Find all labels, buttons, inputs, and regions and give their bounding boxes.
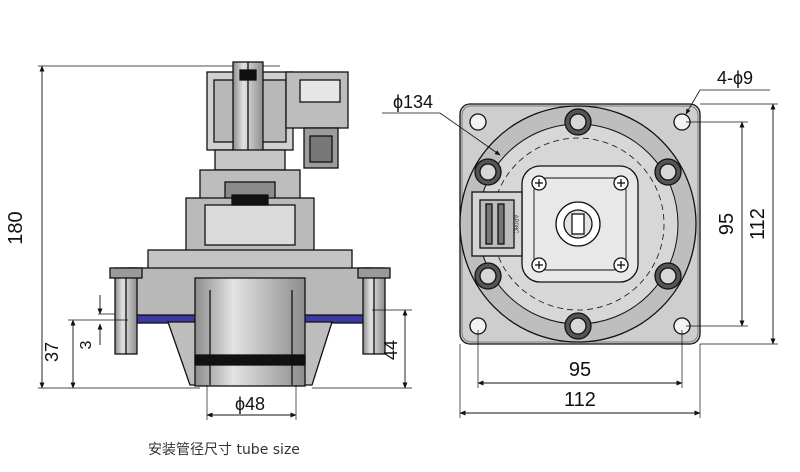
front-view: 180 37 3 44 ϕ48 <box>5 61 412 420</box>
valve-body-upper <box>185 194 315 257</box>
dimension-holes <box>685 89 770 115</box>
pilot-stem <box>199 149 301 201</box>
dim-width-95-label: 95 <box>569 359 591 381</box>
dim-height-95-label: 95 <box>716 213 738 235</box>
bolt-ring <box>474 108 682 340</box>
corner-hole-icon <box>469 113 487 131</box>
right-clamp-bolt <box>357 267 391 355</box>
dim-width-112-label: 112 <box>564 389 596 411</box>
dim-3-label: 3 <box>78 340 95 349</box>
outlet-tube <box>167 277 333 387</box>
dim-dia-48-label: ϕ48 <box>235 394 265 414</box>
left-clamp-bolt <box>109 267 143 355</box>
dimension-44 <box>312 309 412 389</box>
dim-180-label: 180 <box>5 211 27 244</box>
top-view: AP08C ϕ134 4-ϕ9 95 112 <box>382 68 778 418</box>
dimension-height <box>686 103 778 345</box>
dimension-37 <box>68 319 128 389</box>
dim-44-label: 44 <box>381 340 401 360</box>
coil-screws <box>531 175 629 273</box>
connector-label: AP08C <box>512 214 518 234</box>
solenoid-coil <box>206 61 294 159</box>
din-connector <box>285 71 349 169</box>
dim-37-label: 37 <box>42 342 62 362</box>
dimension-dia-134 <box>382 112 501 156</box>
top-connector: AP08C <box>471 191 523 257</box>
dim-dia-134-label: ϕ134 <box>393 92 433 112</box>
dimension-dia-48 <box>206 385 297 420</box>
dimension-width <box>459 330 701 418</box>
caption-text: 安装管径尺寸 tube size <box>148 442 300 458</box>
dimension-3 <box>97 295 115 345</box>
dim-height-112-label: 112 <box>747 208 769 240</box>
dim-holes-label: 4-ϕ9 <box>717 68 753 88</box>
